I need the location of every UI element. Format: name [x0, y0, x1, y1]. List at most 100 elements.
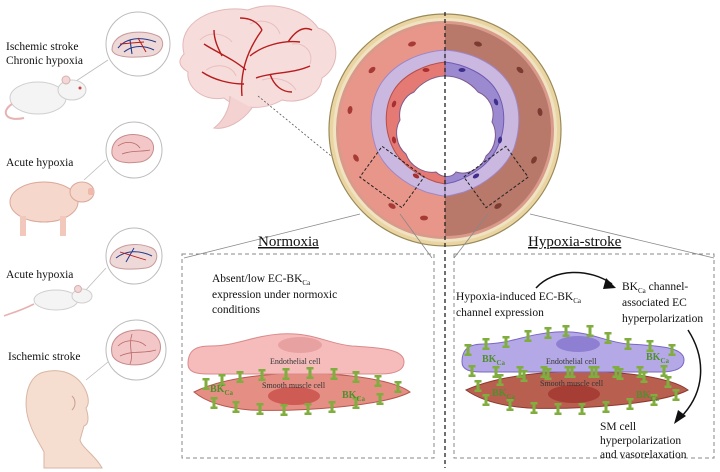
- bk-channel-sm-top: [374, 375, 382, 387]
- bk-channel-sm-top: [258, 369, 266, 381]
- hypoxia-bk-label-ec-left: BKCa: [482, 354, 506, 367]
- arrow-induced-to-assoc: [535, 271, 613, 289]
- normoxia-panel-frame: [181, 253, 435, 459]
- bk-channel-sm-top: [330, 368, 338, 380]
- vessel-cross-section: [183, 13, 715, 259]
- hypoxia-result-line1: SM cell: [600, 421, 636, 433]
- bk-channel-sm-top: [568, 366, 576, 378]
- human-brain-icon: [111, 329, 161, 366]
- hypoxia-bk-label-ec-right: BKCa: [646, 352, 670, 365]
- hypoxia-sm-nucleus: [548, 385, 600, 403]
- bk-channel-sm-top: [664, 376, 672, 388]
- normoxia-bk-channels: [202, 367, 402, 416]
- hypoxia-induced-line2: channel expression: [456, 307, 544, 319]
- human-head-icon: [25, 370, 103, 469]
- bk-channel-ec-top: [586, 325, 594, 337]
- hypoxia-heading: Hypoxia-stroke: [528, 234, 622, 250]
- zoom-box-left: [359, 145, 425, 209]
- pig-brain-icon: [111, 134, 155, 164]
- bk-channel-sm-top: [394, 381, 402, 393]
- normoxia-sm-nucleus: [268, 387, 320, 405]
- bk-channel-ec-bottom: [516, 366, 524, 378]
- hypoxia-endothelial-label: Endothelial cell: [546, 357, 597, 366]
- bk-channel-sm-top: [640, 371, 648, 383]
- hypoxia-smooth-muscle-label: Smooth muscle cell: [540, 379, 604, 388]
- bk-channel-ec-bottom: [540, 366, 548, 378]
- human-label: Ischemic stroke: [8, 351, 81, 363]
- bk-channel-sm-top: [306, 367, 314, 379]
- hypoxia-bk-label-sm-left: BKCa: [492, 388, 516, 401]
- bk-channel-sm-bottom: [530, 402, 538, 414]
- normoxia-bk-label-right: BKCa: [342, 390, 366, 403]
- bk-channel-ec-top: [502, 336, 510, 348]
- bk-channel-sm-top: [496, 374, 504, 386]
- bk-channel-ec-top: [544, 327, 552, 339]
- bk-channel-sm-bottom: [328, 401, 336, 413]
- bk-channel-ec-top: [668, 344, 676, 356]
- bk-channel-sm-top: [592, 366, 600, 378]
- bk-channel-sm-bottom: [626, 398, 634, 410]
- hypoxia-ec-nucleus: [556, 336, 600, 352]
- bk-channel-sm-top: [202, 378, 210, 390]
- normoxia-endothelial-cell: [187, 333, 405, 375]
- mouse-label: Acute hypoxia: [6, 269, 73, 281]
- bk-channel-sm-bottom: [482, 394, 490, 406]
- vessel-lumen: [396, 75, 496, 177]
- rat-label-line1: Ischemic stroke: [6, 41, 79, 53]
- normoxia-panel: Absent/low EC-BKCa expression under norm…: [181, 253, 435, 459]
- bk-channel-ec-top: [604, 332, 612, 344]
- bk-channel-sm-bottom: [352, 397, 360, 409]
- hypoxia-assoc-line2: associated EC: [622, 297, 687, 309]
- bk-channel-sm-bottom: [602, 401, 610, 413]
- subject-mouse: Acute hypoxia: [3, 227, 163, 317]
- bk-channel-ec-bottom: [612, 366, 620, 378]
- hypoxia-bk-label-sm-right: BKCa: [636, 390, 660, 403]
- hypoxia-panel: Hypoxia-induced EC-BKCa channel expressi…: [453, 253, 715, 461]
- normoxia-note-line1: Absent/low EC-BKCa: [212, 273, 311, 287]
- mouse-icon: [3, 285, 93, 317]
- hypoxia-assoc-line1: BKCa channel-: [622, 281, 688, 295]
- hypoxia-panel-frame: [453, 253, 715, 459]
- hypoxia-bk-channels: [464, 325, 680, 415]
- bk-channel-sm-bottom: [256, 403, 264, 415]
- brain-vessels: [201, 17, 313, 97]
- bk-channel-sm-top: [218, 374, 226, 386]
- normoxia-note-line3: conditions: [212, 304, 260, 316]
- subject-human: Ischemic stroke: [8, 319, 167, 469]
- rat-label-line2: Chronic hypoxia: [6, 55, 83, 67]
- bk-channel-sm-bottom: [232, 401, 240, 413]
- bk-channel-sm-top: [520, 370, 528, 382]
- bk-channel-sm-top: [236, 371, 244, 383]
- normoxia-note-line2: expression under normoxic: [212, 289, 337, 301]
- pig-label: Acute hypoxia: [6, 157, 73, 169]
- bk-channel-ec-bottom: [660, 365, 668, 377]
- normoxia-smooth-muscle-label: Smooth muscle cell: [262, 381, 326, 390]
- subject-pig: Acute hypoxia: [6, 121, 163, 236]
- bk-channel-sm-bottom: [672, 389, 680, 401]
- bk-channel-sm-bottom: [554, 403, 562, 415]
- hypoxia-induced-line1: Hypoxia-induced EC-BKCa: [456, 291, 582, 305]
- bk-channel-ec-bottom: [468, 365, 476, 377]
- bk-channel-ec-bottom: [636, 366, 644, 378]
- normoxia-ec-nucleus: [278, 337, 322, 353]
- bk-channel-ec-top: [624, 338, 632, 350]
- bk-channel-sm-bottom: [304, 403, 312, 415]
- hypoxia-assoc-line3: hyperpolarization: [622, 313, 703, 325]
- brain-illustration: [179, 5, 337, 161]
- bk-channel-sm-top: [474, 380, 482, 392]
- hypoxia-result-line3: and vasorelaxation: [600, 449, 687, 461]
- pig-icon: [9, 181, 95, 236]
- bk-channel-sm-bottom: [506, 399, 514, 411]
- bk-channel-sm-top: [544, 368, 552, 380]
- bk-channel-ec-top: [646, 340, 654, 352]
- bk-channel-ec-top: [562, 325, 570, 337]
- normoxia-heading: Normoxia: [258, 234, 319, 250]
- bk-channel-ec-bottom: [492, 366, 500, 378]
- bk-channel-ec-top: [524, 330, 532, 342]
- normoxia-endothelial-label: Endothelial cell: [270, 357, 321, 366]
- bk-channel-ec-bottom: [588, 366, 596, 378]
- normoxia-bk-label-left: BKCa: [210, 384, 234, 397]
- bk-channel-sm-bottom: [376, 393, 384, 405]
- bk-channel-ec-top: [482, 338, 490, 350]
